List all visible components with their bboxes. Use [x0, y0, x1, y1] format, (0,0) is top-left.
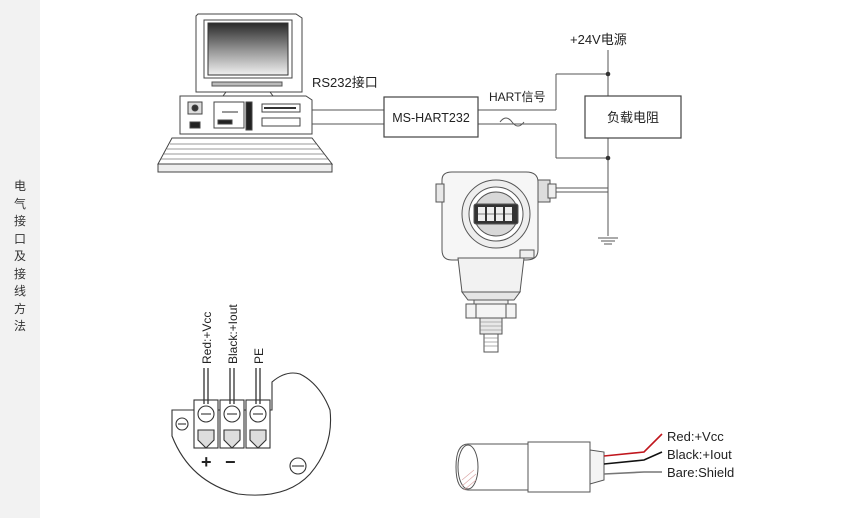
terminal-wire-label: Black:+Iout	[226, 304, 240, 364]
connection-lines	[312, 50, 618, 245]
power-supply-label: +24V电源	[570, 32, 627, 47]
polarity-minus: −	[225, 452, 236, 472]
sidebar: 电气接口及接线方法	[0, 0, 40, 518]
cable-wire-label: Bare:Shield	[667, 465, 734, 480]
terminal	[219, 399, 245, 449]
pressure-transmitter-icon	[435, 171, 557, 353]
terminal	[245, 399, 271, 449]
cable-wire	[603, 433, 663, 457]
cable-wire-label: Red:+Vcc	[667, 429, 724, 444]
cable-icon	[455, 441, 605, 493]
cable-wires	[603, 433, 663, 475]
junction-dot	[605, 71, 611, 77]
cable-wire	[603, 451, 663, 465]
hart-signal-label: HART信号	[489, 90, 545, 104]
cable-wire-label: Black:+Iout	[667, 447, 732, 462]
polarity-plus: +	[201, 452, 212, 472]
cable-wire	[603, 471, 662, 475]
terminal	[193, 399, 219, 449]
junction-dot	[605, 155, 611, 161]
load-resistor-box	[584, 95, 682, 139]
rs232-label: RS232接口	[312, 75, 378, 90]
terminal-block-icon	[171, 368, 332, 496]
computer-icon	[157, 13, 334, 173]
hart-modem-box	[383, 96, 479, 138]
terminal-wire-label: Red:+Vcc	[200, 312, 214, 364]
hart-modem-label: MS-HART232	[392, 111, 470, 125]
load-resistor-label: 负载电阻	[607, 110, 659, 125]
terminal-wire-label: PE	[252, 348, 266, 364]
section-title: 电气接口及接线方法	[13, 179, 26, 333]
